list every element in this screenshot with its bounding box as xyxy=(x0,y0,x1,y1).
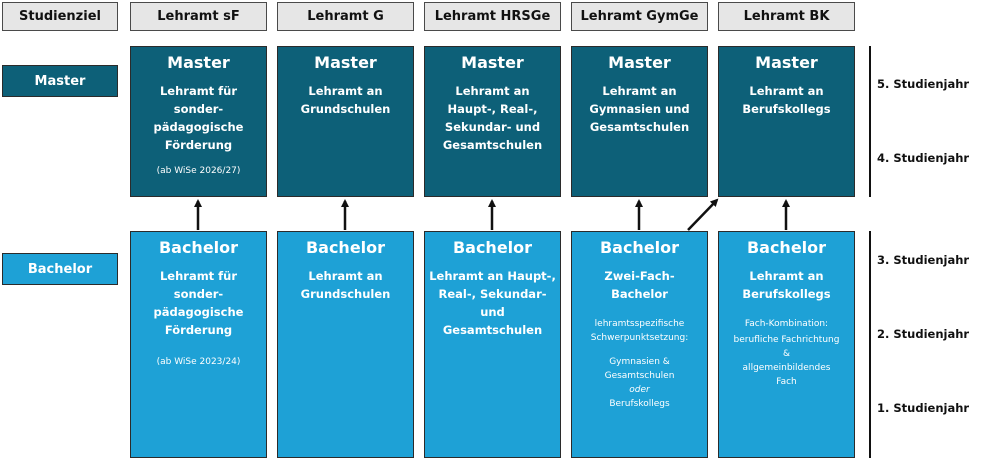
bachelor-box-gymge: Bachelor Zwei-Fach- Bachelor lehramtsspe… xyxy=(571,231,708,458)
year-label-3: 3. Studienjahr xyxy=(877,253,970,267)
year-scale-line-bottom xyxy=(869,231,871,458)
bachelor-note-or: oder xyxy=(576,383,703,397)
bachelor-box-g: Bachelor Lehramt an Grundschulen xyxy=(277,231,414,458)
arrow-gymge-to-bk xyxy=(687,198,719,231)
master-note: (ab WiSe 2026/27) xyxy=(156,166,241,176)
year-label-5: 5. Studienjahr xyxy=(877,77,970,91)
header-lehramt-g: Lehramt G xyxy=(277,2,414,31)
bachelor-note-intro: Fach-Kombination: xyxy=(744,319,829,329)
year-scale-line-top xyxy=(869,46,871,197)
year-label-4: 4. Studienjahr xyxy=(877,151,970,165)
bachelor-box-sf: Bachelor Lehramt für sonder- pädagogisch… xyxy=(130,231,267,458)
master-box-bk: Master Lehramt an Berufskollegs xyxy=(718,46,855,197)
master-title: Master xyxy=(755,53,818,72)
bachelor-note-option-a: Gymnasien & Gesamtschulen xyxy=(604,357,675,381)
header-lehramt-gymge: Lehramt GymGe xyxy=(571,2,708,31)
bachelor-box-hrsge: Bachelor Lehramt an Haupt-, Real-, Sekun… xyxy=(424,231,561,458)
bachelor-title: Bachelor xyxy=(599,238,680,257)
bachelor-desc: Lehramt an Berufskollegs xyxy=(742,269,831,301)
bachelor-note: (ab WiSe 2023/24) xyxy=(156,357,241,367)
bachelor-title: Bachelor xyxy=(746,238,827,257)
master-title: Master xyxy=(608,53,671,72)
side-label-master: Master xyxy=(2,65,118,97)
header-lehramt-hrsge: Lehramt HRSGe xyxy=(424,2,561,31)
header-lehramt-sf: Lehramt sF xyxy=(130,2,267,31)
year-label-2: 2. Studienjahr xyxy=(877,327,970,341)
bachelor-note-intro: lehramtsspezifische Schwerpunktsetzung: xyxy=(590,319,689,343)
bachelor-desc: Lehramt an Grundschulen xyxy=(300,269,391,301)
master-title: Master xyxy=(314,53,377,72)
bachelor-desc: Lehramt für sonder- pädagogische Förderu… xyxy=(153,269,244,337)
master-box-sf: Master Lehramt für sonder- pädagogische … xyxy=(130,46,267,197)
master-desc: Lehramt an Berufskollegs xyxy=(742,84,831,116)
bachelor-note-option-b: Berufskollegs xyxy=(609,399,670,409)
master-title: Master xyxy=(167,53,230,72)
side-label-bachelor: Bachelor xyxy=(2,253,118,285)
bachelor-desc: Lehramt an Haupt-, Real-, Sekundar- und … xyxy=(429,269,556,337)
bachelor-box-bk: Bachelor Lehramt an Berufskollegs Fach-K… xyxy=(718,231,855,458)
master-box-g: Master Lehramt an Grundschulen xyxy=(277,46,414,197)
master-desc: Lehramt an Haupt-, Real-, Sekundar- und … xyxy=(442,84,543,152)
master-desc: Lehramt an Grundschulen xyxy=(300,84,391,116)
bachelor-desc: Zwei-Fach- Bachelor xyxy=(604,269,675,301)
master-box-gymge: Master Lehramt an Gymnasien und Gesamtsc… xyxy=(571,46,708,197)
header-studienziel: Studienziel xyxy=(2,2,118,31)
or-text: oder xyxy=(629,385,650,395)
bachelor-note-combination: berufliche Fachrichtung & allgemeinbilde… xyxy=(733,335,840,387)
master-desc: Lehramt für sonder- pädagogische Förderu… xyxy=(153,84,244,152)
master-title: Master xyxy=(461,53,524,72)
year-label-1: 1. Studienjahr xyxy=(877,401,970,415)
master-desc: Lehramt an Gymnasien und Gesamtschulen xyxy=(589,84,690,134)
bachelor-title: Bachelor xyxy=(452,238,533,257)
header-lehramt-bk: Lehramt BK xyxy=(718,2,855,31)
bachelor-title: Bachelor xyxy=(158,238,239,257)
bachelor-title: Bachelor xyxy=(305,238,386,257)
master-box-hrsge: Master Lehramt an Haupt-, Real-, Sekunda… xyxy=(424,46,561,197)
